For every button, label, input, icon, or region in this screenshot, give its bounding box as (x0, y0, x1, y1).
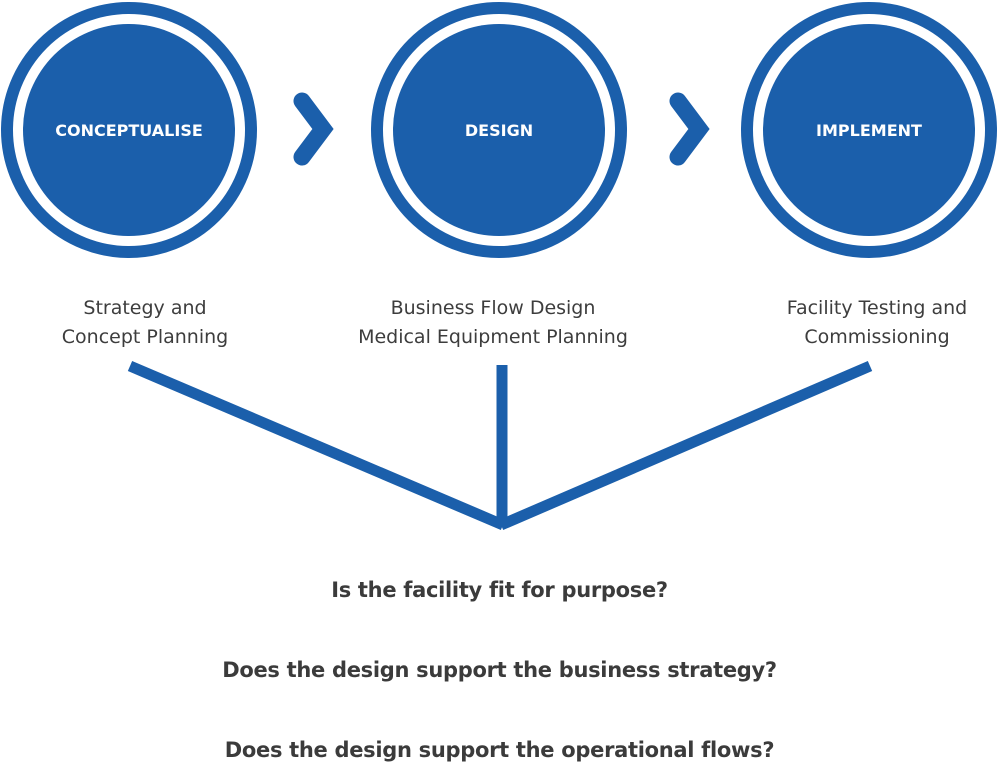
stage-description-line-1: Business Flow Design (391, 297, 596, 319)
chevron-right-icon (669, 92, 710, 166)
stage-outer-ring (1, 2, 257, 258)
stage-inner-circle (23, 24, 235, 236)
stage-outer-ring (741, 2, 997, 258)
stage-outer-ring (371, 2, 627, 258)
chevron-right-icon (293, 92, 334, 166)
left-converge-line (127, 360, 506, 531)
stage-implement: IMPLEMENT Facility Testing and Commissio… (741, 2, 997, 348)
question-fit-for-purpose: Is the facility fit for purpose? (331, 578, 668, 602)
stage-title: DESIGN (465, 121, 533, 140)
stage-description-line-2: Concept Planning (62, 326, 228, 348)
stage-title: CONCEPTUALISE (55, 121, 203, 140)
convergence-lines (127, 360, 873, 531)
stage-description-line-1: Facility Testing and (787, 297, 967, 319)
stage-design: DESIGN Business Flow Design Medical Equi… (358, 2, 628, 348)
question-business-strategy: Does the design support the business str… (222, 658, 777, 682)
stage-inner-circle (763, 24, 975, 236)
stage-title: IMPLEMENT (816, 121, 922, 140)
stage-description-line-2: Commissioning (804, 326, 949, 348)
right-converge-line (498, 360, 873, 531)
stage-conceptualise: CONCEPTUALISE Strategy and Concept Plann… (1, 2, 257, 348)
stage-description-line-1: Strategy and (83, 297, 206, 319)
stage-description-line-2: Medical Equipment Planning (358, 326, 628, 348)
question-operational-flows: Does the design support the operational … (224, 738, 775, 762)
stage-inner-circle (393, 24, 605, 236)
